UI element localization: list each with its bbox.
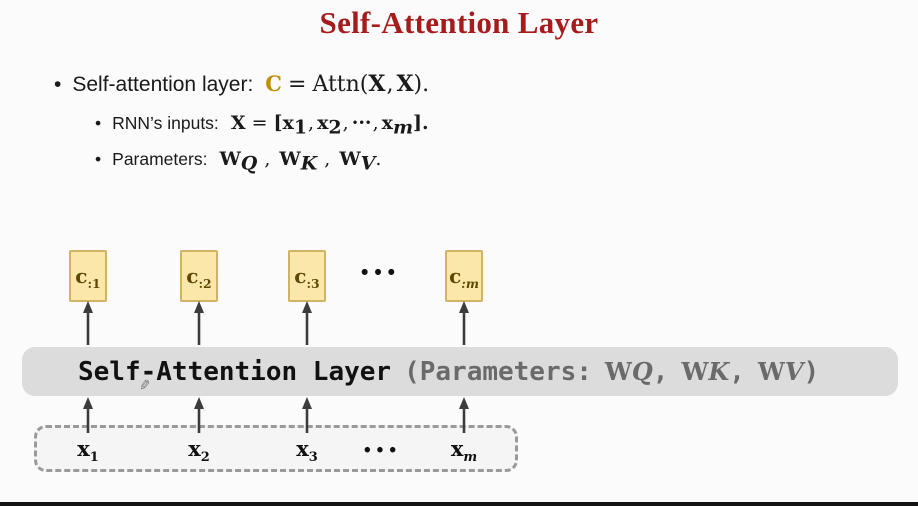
- math-period: .: [375, 148, 382, 170]
- output-ellipsis: •••: [360, 261, 402, 284]
- math-cdots: ···: [351, 112, 372, 134]
- output-box-label: c:m: [449, 264, 479, 291]
- bullet-label: Self-attention layer:: [72, 73, 254, 96]
- bar-wk-base: W: [681, 357, 709, 386]
- bullet-label: Parameters:: [112, 149, 208, 169]
- math-wv-sub: V: [360, 152, 376, 175]
- input-panel: [34, 425, 518, 472]
- math-comma: ,: [324, 148, 331, 170]
- input-ellipsis: •••: [364, 440, 402, 461]
- arrow-up-icon: [83, 301, 93, 345]
- bullet-item-self-attention: •Self-attention layer:C=Attn(X,X).: [54, 71, 429, 97]
- bar-wv-base: W: [757, 357, 785, 386]
- bullet-label: RNN’s inputs:: [112, 113, 219, 133]
- math-x1-base: x: [282, 112, 294, 134]
- input-label-x3: x3: [296, 436, 318, 464]
- bar-comma: ,: [652, 356, 669, 387]
- input-label-sub: 2: [200, 450, 210, 466]
- bar-title: Self-Attention Layer: [78, 356, 392, 387]
- math-wk-base: W: [279, 148, 301, 170]
- output-label-base: c: [186, 264, 199, 288]
- input-label-sub: 3: [308, 450, 318, 466]
- bullet-marker: •: [95, 113, 102, 133]
- input-label-x2: x2: [188, 436, 210, 464]
- output-label-sub: :1: [87, 276, 101, 291]
- output-box-c3: c:3: [288, 250, 326, 302]
- math-xm-base: x: [381, 112, 393, 134]
- input-label-sub: m: [463, 450, 478, 466]
- math-wq-base: W: [219, 148, 241, 170]
- math-open-bracket: [: [273, 112, 283, 134]
- math-xm-sub: m: [392, 116, 414, 139]
- bullet-item-parameters: •Parameters:WQ,WK,WV.: [95, 148, 382, 173]
- input-label-base: x: [77, 436, 90, 461]
- math-comma: ,: [386, 72, 394, 97]
- math-arg2: X: [396, 71, 414, 97]
- math-wq-sub: Q: [240, 152, 258, 175]
- math-comma: ,: [372, 112, 379, 134]
- math-attn-open: Attn(: [312, 72, 369, 97]
- output-box-label: c:3: [294, 264, 320, 291]
- math-comma: ,: [264, 148, 271, 170]
- math-close-bracket: ].: [413, 112, 429, 134]
- math-var-c: C: [265, 71, 283, 96]
- math-x1-sub: 1: [293, 116, 308, 139]
- bar-params-open: (Parameters:: [404, 356, 592, 387]
- page-title: Self-Attention Layer: [319, 5, 599, 40]
- input-label-base: x: [296, 436, 309, 461]
- math-comma: ,: [308, 112, 315, 134]
- output-label-sub: :2: [198, 276, 212, 291]
- math-x2-sub: 2: [328, 116, 342, 139]
- bar-comma: ,: [729, 356, 745, 387]
- output-label-base: c: [449, 264, 462, 288]
- output-box-c2: c:2: [180, 250, 218, 302]
- math-arg1: X: [368, 71, 386, 97]
- output-box-label: c:2: [186, 264, 212, 291]
- output-box-c1: c:1: [69, 250, 107, 302]
- output-label-sub: :3: [306, 276, 320, 291]
- bullet-marker: •: [95, 149, 102, 169]
- math-close: ).: [413, 72, 430, 97]
- math-comma: ,: [342, 112, 349, 134]
- output-box-cm: c:m: [445, 250, 483, 302]
- input-label-x1: x1: [77, 436, 99, 464]
- pen-cursor-icon: ✎: [137, 377, 152, 395]
- input-label-base: x: [188, 436, 201, 461]
- math-equals: =: [288, 72, 307, 97]
- math-wv-base: W: [339, 148, 361, 170]
- output-box-label: c:1: [75, 264, 101, 291]
- math-var-x: X: [230, 112, 246, 134]
- input-label-base: x: [450, 436, 464, 461]
- screen-bottom-edge: [0, 502, 918, 506]
- bullet-marker: •: [54, 73, 62, 96]
- bullet-item-rnn-inputs: •RNN’s inputs:X=[x1,x2,···,xm].: [95, 112, 429, 137]
- math-wk-sub: K: [300, 152, 318, 175]
- bar-params-close: ): [803, 356, 820, 387]
- input-label-sub: 1: [89, 450, 99, 466]
- output-label-sub: :m: [461, 276, 479, 291]
- output-label-base: c: [75, 264, 88, 288]
- arrow-up-icon: [194, 301, 204, 345]
- input-label-xm: xm: [450, 436, 477, 464]
- math-x2-base: x: [317, 112, 329, 134]
- math-equals: =: [251, 112, 268, 134]
- bar-wq-base: W: [604, 357, 632, 386]
- arrow-up-icon: [302, 301, 312, 345]
- output-label-base: c: [294, 264, 307, 288]
- arrow-up-icon: [459, 301, 469, 345]
